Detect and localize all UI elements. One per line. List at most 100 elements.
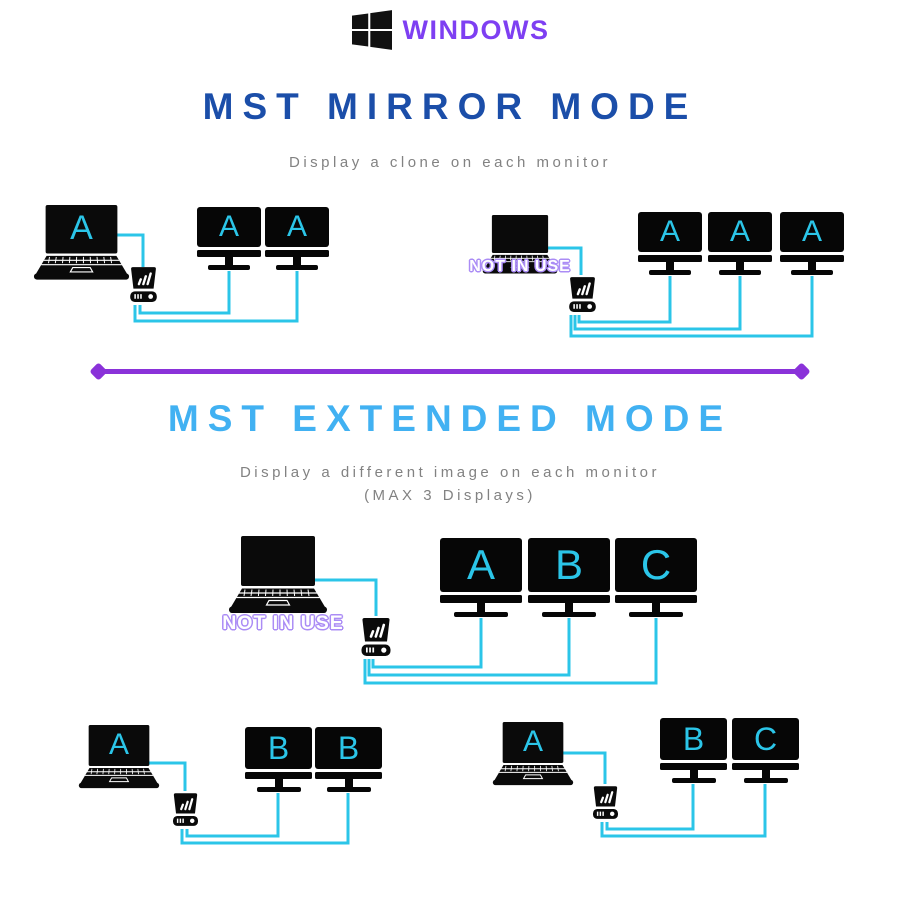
monitor-screen: B — [315, 727, 382, 769]
cable-laptop-hub — [315, 578, 378, 616]
cable-hub-monitor1 — [605, 784, 695, 831]
laptop-icon: A — [492, 722, 574, 786]
cable-hub-monitor2 — [367, 618, 571, 677]
monitor-stand-foot — [208, 265, 250, 270]
section-divider — [89, 361, 811, 381]
monitor-base-bar — [708, 255, 772, 262]
monitor-screen: B — [528, 538, 610, 592]
diagram-extended-three-displays: NOT IN USE A B C — [215, 528, 715, 688]
divider-line — [101, 368, 799, 374]
monitor-label: B — [682, 721, 705, 757]
monitor-stand-foot — [326, 787, 371, 792]
monitor-stand-neck — [808, 262, 816, 270]
divider-diamond-left — [89, 361, 108, 381]
monitor-screen: C — [615, 538, 697, 592]
monitor: A — [197, 207, 261, 270]
monitor-base-bar — [528, 595, 610, 603]
monitor-base-bar — [440, 595, 522, 603]
cable-hub-monitor3 — [363, 618, 658, 685]
cable-hub-monitor2 — [573, 276, 742, 331]
laptop-glyph — [229, 536, 327, 613]
monitor-stand-neck — [225, 257, 233, 265]
monitor-label: A — [801, 215, 822, 248]
not-in-use-label: NOT IN USE — [469, 258, 571, 275]
monitor-stand-foot — [671, 778, 716, 783]
cable-hub-monitor1 — [577, 276, 672, 324]
mst-hub-icon — [566, 275, 599, 315]
cable-hub-monitor1 — [185, 793, 280, 838]
cable-lines — [115, 233, 299, 323]
monitor-label: A — [729, 215, 750, 248]
monitor-screen: A — [638, 212, 702, 252]
extended-subtitle-line2: (MAX 3 Displays) — [364, 487, 536, 504]
monitor-screen: B — [245, 727, 312, 769]
mst-hub-icon — [170, 791, 201, 829]
monitor-base-bar — [638, 255, 702, 262]
monitor-stand-foot — [791, 270, 833, 275]
monitor-screen: B — [660, 718, 727, 760]
monitor-stand-foot — [719, 270, 761, 275]
cable-hub-monitor2 — [180, 793, 350, 845]
monitor-base-bar — [265, 250, 329, 257]
monitor-label: B — [267, 730, 290, 766]
monitor-stand-neck — [761, 770, 770, 778]
extended-mode-subtitle: Display a different image on each monito… — [0, 461, 900, 507]
monitor-label: B — [554, 541, 583, 588]
cable-laptop-hub — [562, 751, 607, 784]
monitor-stand-neck — [293, 257, 301, 265]
monitor-stand-foot — [256, 787, 301, 792]
monitor-screen: A — [197, 207, 261, 247]
monitor-label: A — [218, 210, 239, 243]
diagram-mirror-three-displays: NOT IN USE A A A — [450, 195, 890, 345]
monitor-stand-neck — [689, 770, 698, 778]
laptop-icon: A — [33, 205, 130, 281]
monitor-screen: C — [732, 718, 799, 760]
cable-hub-monitor2 — [133, 271, 299, 323]
laptop-not-in-use-icon — [482, 215, 558, 274]
mirror-mode-title: MST MIRROR MODE — [202, 86, 698, 127]
cable-laptop-hub — [148, 761, 187, 791]
laptop-screen-label: A — [108, 727, 129, 761]
monitor-screen: A — [265, 207, 329, 247]
monitor-base-bar — [315, 772, 382, 779]
monitor-stand-neck — [666, 262, 674, 270]
monitor-stand-neck — [344, 779, 353, 787]
mst-hub-icon — [590, 784, 621, 822]
monitor-label: C — [753, 721, 778, 757]
monitor-base-bar — [732, 763, 799, 770]
monitor-stand-foot — [649, 270, 691, 275]
cable-lines — [148, 761, 350, 845]
divider-diamond-right — [792, 361, 811, 381]
monitor: C — [615, 538, 697, 617]
cable-hub-monitor3 — [569, 276, 814, 338]
diagram-extended-mirror-pair: A B B — [60, 713, 400, 853]
mst-hub-icon — [127, 265, 160, 305]
monitor: C — [732, 718, 799, 783]
cable-laptop-hub — [115, 233, 145, 267]
laptop-screen-label: A — [522, 724, 543, 758]
cable-hub-monitor1 — [138, 271, 231, 315]
monitor-stand-neck — [274, 779, 283, 787]
monitor: B — [660, 718, 727, 783]
cable-hub-monitor2 — [600, 784, 767, 838]
monitor-stand-foot — [743, 778, 788, 783]
laptop-not-in-use-icon — [228, 536, 328, 614]
monitor: A — [708, 212, 772, 275]
monitor-base-bar — [615, 595, 697, 603]
monitor-label: A — [286, 210, 307, 243]
monitor-label: A — [659, 215, 680, 248]
not-in-use-label: NOT IN USE — [222, 612, 344, 634]
monitor-stand-foot — [454, 612, 508, 617]
monitor-base-bar — [780, 255, 844, 262]
laptop-glyph — [78, 725, 160, 789]
cable-lines — [546, 246, 814, 338]
monitor: A — [265, 207, 329, 270]
monitor-stand-neck — [736, 262, 744, 270]
mst-hub-icon — [358, 616, 394, 659]
monitor-stand-foot — [276, 265, 318, 270]
cable-lines — [315, 578, 658, 685]
monitor-label: C — [640, 541, 672, 588]
laptop-glyph — [482, 215, 558, 274]
cable-hub-monitor1 — [371, 618, 483, 669]
windows-logo-icon — [351, 10, 392, 50]
